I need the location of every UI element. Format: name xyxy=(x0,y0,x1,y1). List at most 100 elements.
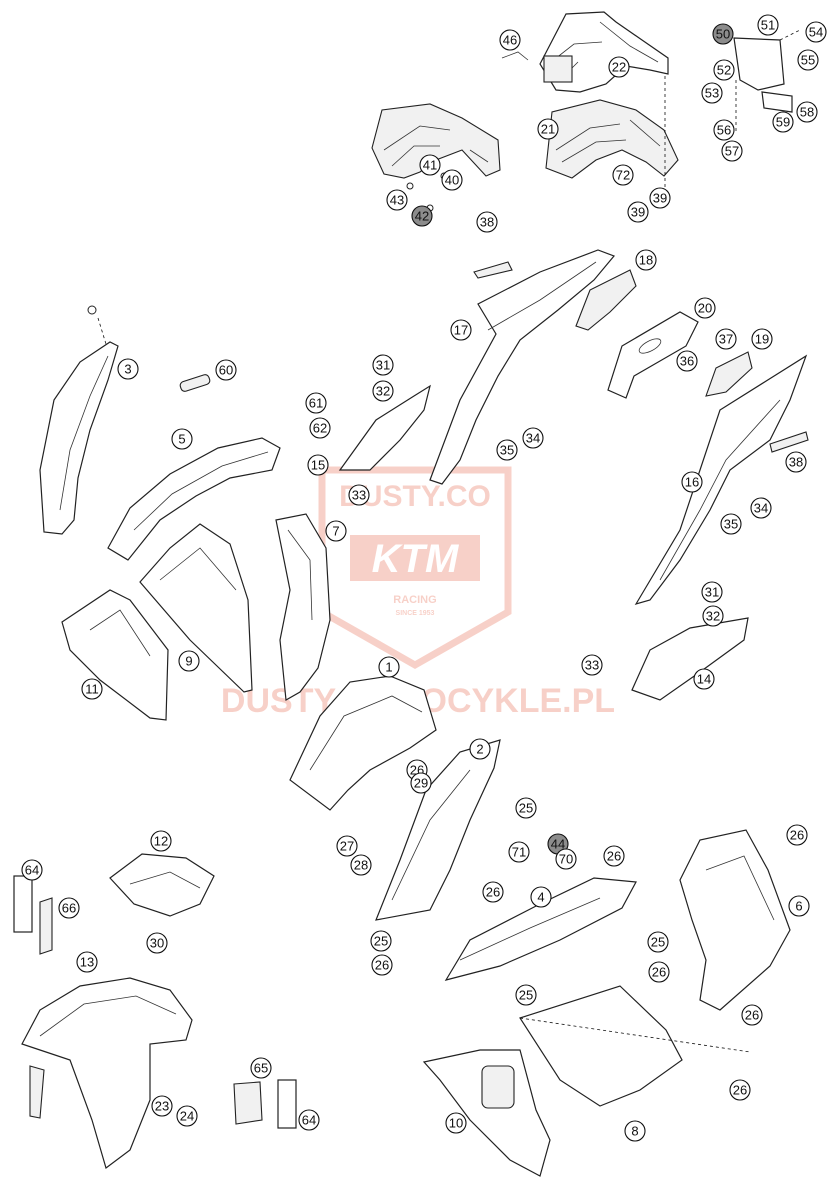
callout-23: 23 xyxy=(151,1095,173,1117)
callout-circle xyxy=(681,471,703,493)
callout-72: 72 xyxy=(612,164,634,186)
callout-circle xyxy=(701,581,723,603)
callout-label: 14 xyxy=(697,672,711,687)
callout-label: 36 xyxy=(680,354,694,369)
callout-59: 59 xyxy=(772,111,794,133)
callout-circle xyxy=(757,14,779,36)
callout-circle xyxy=(445,1112,467,1134)
callout-label: 25 xyxy=(519,988,533,1003)
part-60-spacer xyxy=(179,374,211,392)
callout-4: 4 xyxy=(530,886,552,908)
callout-32: 32 xyxy=(372,380,394,402)
callout-label: 33 xyxy=(585,658,599,673)
callout-label: 51 xyxy=(761,18,775,33)
callout-8: 8 xyxy=(624,1120,646,1142)
callout-circle xyxy=(648,961,670,983)
callout-circle xyxy=(694,297,716,319)
callout-circle xyxy=(176,1105,198,1127)
callout-circle xyxy=(250,1057,272,1079)
callout-label: 9 xyxy=(185,654,192,669)
callout-26: 26 xyxy=(741,1004,763,1026)
callout-circle xyxy=(555,848,577,870)
callout-52: 52 xyxy=(713,59,735,81)
callout-label: 26 xyxy=(375,958,389,973)
callout-50: 50 xyxy=(712,23,734,45)
callout-label: 6 xyxy=(795,899,802,914)
watermark-tag-1: RACING xyxy=(393,594,436,606)
callout-16: 16 xyxy=(681,471,703,493)
callout-label: 7 xyxy=(332,524,339,539)
callout-64: 64 xyxy=(21,859,43,881)
callout-circle xyxy=(612,164,634,186)
part-21-tail-frame xyxy=(545,76,679,190)
callout-label: 54 xyxy=(809,25,823,40)
callout-circle xyxy=(750,497,772,519)
callout-circle xyxy=(797,49,819,71)
callout-28: 28 xyxy=(350,854,372,876)
callout-label: 26 xyxy=(745,1008,759,1023)
callout-21: 21 xyxy=(537,118,559,140)
callout-label: 39 xyxy=(653,191,667,206)
callout-circle xyxy=(371,954,393,976)
callout-61: 61 xyxy=(305,392,327,414)
part-1-nose-fairing xyxy=(289,675,437,811)
part-2-main-fairing xyxy=(375,739,501,921)
callout-circle xyxy=(21,859,43,881)
callout-2: 2 xyxy=(469,738,491,760)
part-14-lower-panel-right xyxy=(631,617,749,701)
callout-70: 70 xyxy=(555,848,577,870)
callout-19: 19 xyxy=(751,328,773,350)
part-11-lower-panel xyxy=(61,589,169,721)
callout-label: 26 xyxy=(607,849,621,864)
callout-38: 38 xyxy=(785,451,807,473)
callout-label: 46 xyxy=(503,33,517,48)
callout-33: 33 xyxy=(348,484,370,506)
callout-30: 30 xyxy=(146,932,168,954)
callout-26: 26 xyxy=(729,1079,751,1101)
watermark: DUSTY.CO KTM RACING SINCE 1953 DUSTY-MOT… xyxy=(221,466,615,720)
callout-25: 25 xyxy=(515,984,537,1006)
callout-18: 18 xyxy=(635,249,657,271)
callout-27: 27 xyxy=(336,835,358,857)
callout-17: 17 xyxy=(450,319,472,341)
callout-26: 26 xyxy=(371,954,393,976)
callout-label: 58 xyxy=(800,105,814,120)
callout-26: 26 xyxy=(603,845,625,867)
callout-label: 30 xyxy=(150,936,164,951)
callout-label: 72 xyxy=(616,168,630,183)
part-64-reflector-right xyxy=(277,1079,297,1129)
callout-41: 41 xyxy=(419,154,441,176)
callout-35: 35 xyxy=(496,439,518,461)
callout-6: 6 xyxy=(788,895,810,917)
callout-label: 39 xyxy=(631,205,645,220)
callout-label: 19 xyxy=(755,332,769,347)
callout-label: 50 xyxy=(716,27,730,42)
callout-label: 64 xyxy=(302,1113,316,1128)
callout-circle xyxy=(410,772,432,794)
callout-circle xyxy=(772,111,794,133)
callout-circle xyxy=(702,605,724,627)
callout-circle xyxy=(58,897,80,919)
callout-label: 66 xyxy=(62,901,76,916)
callout-label: 41 xyxy=(423,158,437,173)
callout-10: 10 xyxy=(445,1112,467,1134)
callout-circle xyxy=(305,392,327,414)
callout-label: 10 xyxy=(449,1116,463,1131)
callout-circle xyxy=(336,835,358,857)
callout-circle xyxy=(712,23,734,45)
callout-36: 36 xyxy=(676,350,698,372)
callout-31: 31 xyxy=(372,354,394,376)
callout-31: 31 xyxy=(701,581,723,603)
part-20-grab-handle xyxy=(607,311,699,399)
part-13-front-fender xyxy=(21,977,193,1169)
callout-label: 13 xyxy=(80,955,94,970)
callout-circle xyxy=(476,211,498,233)
callout-label: 2 xyxy=(476,742,483,757)
callout-label: 5 xyxy=(178,432,185,447)
callout-66: 66 xyxy=(58,897,80,919)
callout-64: 64 xyxy=(298,1109,320,1131)
callout-label: 37 xyxy=(719,332,733,347)
callout-39: 39 xyxy=(649,187,671,209)
part-10-belly-pan xyxy=(422,1049,551,1177)
callout-circle xyxy=(741,1004,763,1026)
